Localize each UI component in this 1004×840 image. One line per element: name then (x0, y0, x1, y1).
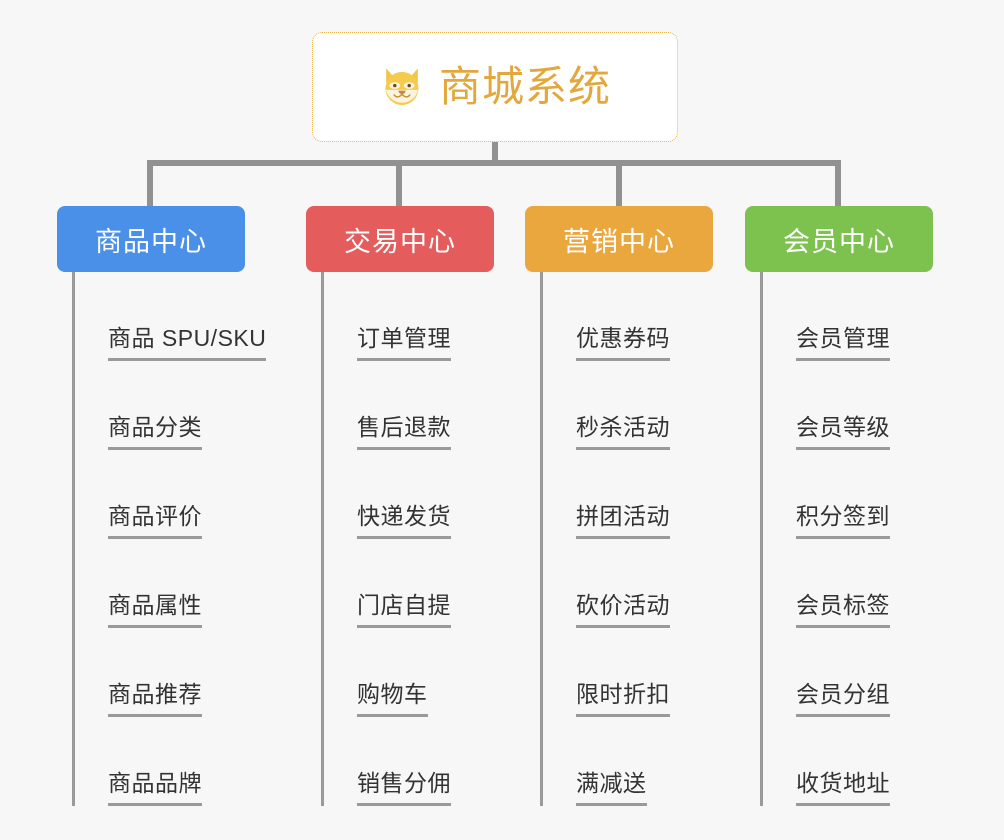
leaf-label: 限时折扣 (576, 675, 670, 717)
list-item[interactable]: 购物车 (324, 628, 494, 717)
category-label: 营销中心 (563, 226, 675, 257)
leaf-label: 销售分佣 (357, 764, 451, 806)
category-column-商品中心: 商品中心 商品 SPU/SKU 商品分类 商品评价 商品属性 商品推荐 商品品牌 (57, 206, 267, 806)
connector-horizontal-bar (147, 160, 841, 166)
dog-face-icon (385, 68, 419, 105)
connector-drop-3 (616, 160, 622, 208)
list-item[interactable]: 拼团活动 (543, 450, 713, 539)
list-item[interactable]: 优惠券码 (543, 272, 713, 361)
leaf-label: 满减送 (576, 764, 647, 806)
list-item[interactable]: 订单管理 (324, 272, 494, 361)
category-column-会员中心: 会员中心 会员管理 会员等级 积分签到 会员标签 会员分组 收货地址 (745, 206, 933, 806)
leaf-label: 会员分组 (796, 675, 890, 717)
list-item[interactable]: 砍价活动 (543, 539, 713, 628)
leaf-list-3: 优惠券码 秒杀活动 拼团活动 砍价活动 限时折扣 满减送 (540, 272, 713, 806)
leaf-label: 秒杀活动 (576, 408, 670, 450)
list-item[interactable]: 商品品牌 (75, 717, 245, 806)
leaf-label: 商品评价 (108, 497, 202, 539)
leaf-label: 商品属性 (108, 586, 202, 628)
category-label: 会员中心 (783, 226, 895, 257)
list-item[interactable]: 销售分佣 (324, 717, 494, 806)
category-header-4[interactable]: 会员中心 (745, 206, 933, 272)
leaf-list-2: 订单管理 售后退款 快递发货 门店自提 购物车 销售分佣 (321, 272, 494, 806)
list-item[interactable]: 商品推荐 (75, 628, 245, 717)
connector-drop-4 (835, 160, 841, 208)
connector-drop-2 (396, 160, 402, 208)
category-label: 商品中心 (95, 226, 207, 257)
list-item[interactable]: 限时折扣 (543, 628, 713, 717)
leaf-label: 收货地址 (796, 764, 890, 806)
category-header-3[interactable]: 营销中心 (525, 206, 713, 272)
list-item[interactable]: 积分签到 (763, 450, 933, 539)
leaf-label: 订单管理 (357, 319, 451, 361)
leaf-label: 门店自提 (357, 586, 451, 628)
leaf-label: 优惠券码 (576, 319, 670, 361)
list-item[interactable]: 满减送 (543, 717, 713, 806)
category-column-营销中心: 营销中心 优惠券码 秒杀活动 拼团活动 砍价活动 限时折扣 满减送 (525, 206, 713, 806)
list-item[interactable]: 会员等级 (763, 361, 933, 450)
leaf-label: 商品推荐 (108, 675, 202, 717)
list-item[interactable]: 会员标签 (763, 539, 933, 628)
leaf-list-4: 会员管理 会员等级 积分签到 会员标签 会员分组 收货地址 (760, 272, 933, 806)
leaf-label: 商品分类 (108, 408, 202, 450)
leaf-label: 会员标签 (796, 586, 890, 628)
list-item[interactable]: 快递发货 (324, 450, 494, 539)
list-item[interactable]: 售后退款 (324, 361, 494, 450)
category-header-2[interactable]: 交易中心 (306, 206, 494, 272)
leaf-label: 商品 SPU/SKU (108, 319, 267, 361)
leaf-label: 砍价活动 (576, 586, 670, 628)
leaf-label: 售后退款 (357, 408, 451, 450)
list-item[interactable]: 商品分类 (75, 361, 245, 450)
leaf-label: 积分签到 (796, 497, 890, 539)
leaf-label: 拼团活动 (576, 497, 670, 539)
root-title: 商城系统 (438, 63, 611, 110)
list-item[interactable]: 商品属性 (75, 539, 245, 628)
leaf-list-1: 商品 SPU/SKU 商品分类 商品评价 商品属性 商品推荐 商品品牌 (72, 272, 267, 806)
leaf-label: 会员等级 (796, 408, 890, 450)
leaf-label: 购物车 (357, 675, 428, 717)
leaf-label: 快递发货 (357, 497, 451, 539)
list-item[interactable]: 收货地址 (763, 717, 933, 806)
leaf-label: 商品品牌 (108, 764, 202, 806)
list-item[interactable]: 商品评价 (75, 450, 245, 539)
leaf-label: 会员管理 (796, 319, 890, 361)
list-item[interactable]: 秒杀活动 (543, 361, 713, 450)
list-item[interactable]: 会员分组 (763, 628, 933, 717)
list-item[interactable]: 门店自提 (324, 539, 494, 628)
root-node[interactable]: 商城系统 (312, 32, 678, 142)
list-item[interactable]: 会员管理 (763, 272, 933, 361)
connector-root-stem (492, 142, 498, 166)
category-label: 交易中心 (344, 226, 456, 257)
list-item[interactable]: 商品 SPU/SKU (75, 272, 267, 361)
category-header-1[interactable]: 商品中心 (57, 206, 245, 272)
category-column-交易中心: 交易中心 订单管理 售后退款 快递发货 门店自提 购物车 销售分佣 (306, 206, 494, 806)
connector-drop-1 (147, 160, 153, 208)
